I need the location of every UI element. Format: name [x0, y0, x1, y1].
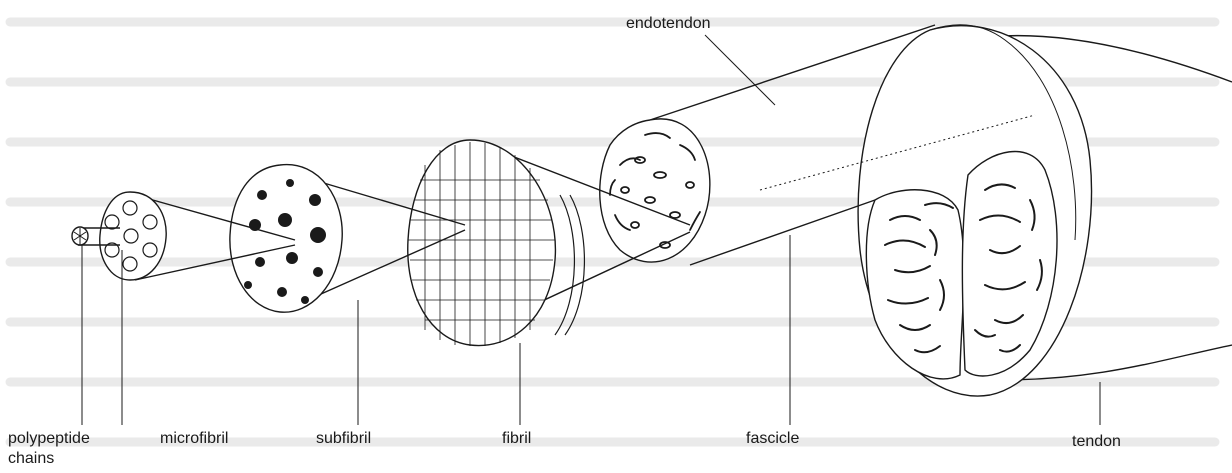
- label-subfibril: subfibril: [316, 429, 371, 449]
- label-polypeptide-chains-line2: chains: [8, 449, 54, 469]
- tendon-structure: [858, 25, 1232, 425]
- microfibril-end-face: [100, 192, 166, 280]
- fibril-end-face: [408, 140, 556, 346]
- label-polypeptide-chains-line1: polypeptide: [8, 429, 90, 449]
- fascicle-end-face: [600, 119, 710, 262]
- label-fibril: fibril: [502, 429, 531, 449]
- label-endotendon: endotendon: [626, 14, 711, 34]
- endotendon-leader-line: [705, 35, 775, 105]
- label-microfibril: microfibril: [160, 429, 228, 449]
- label-fascicle: fascicle: [746, 429, 799, 449]
- label-tendon: tendon: [1072, 432, 1121, 452]
